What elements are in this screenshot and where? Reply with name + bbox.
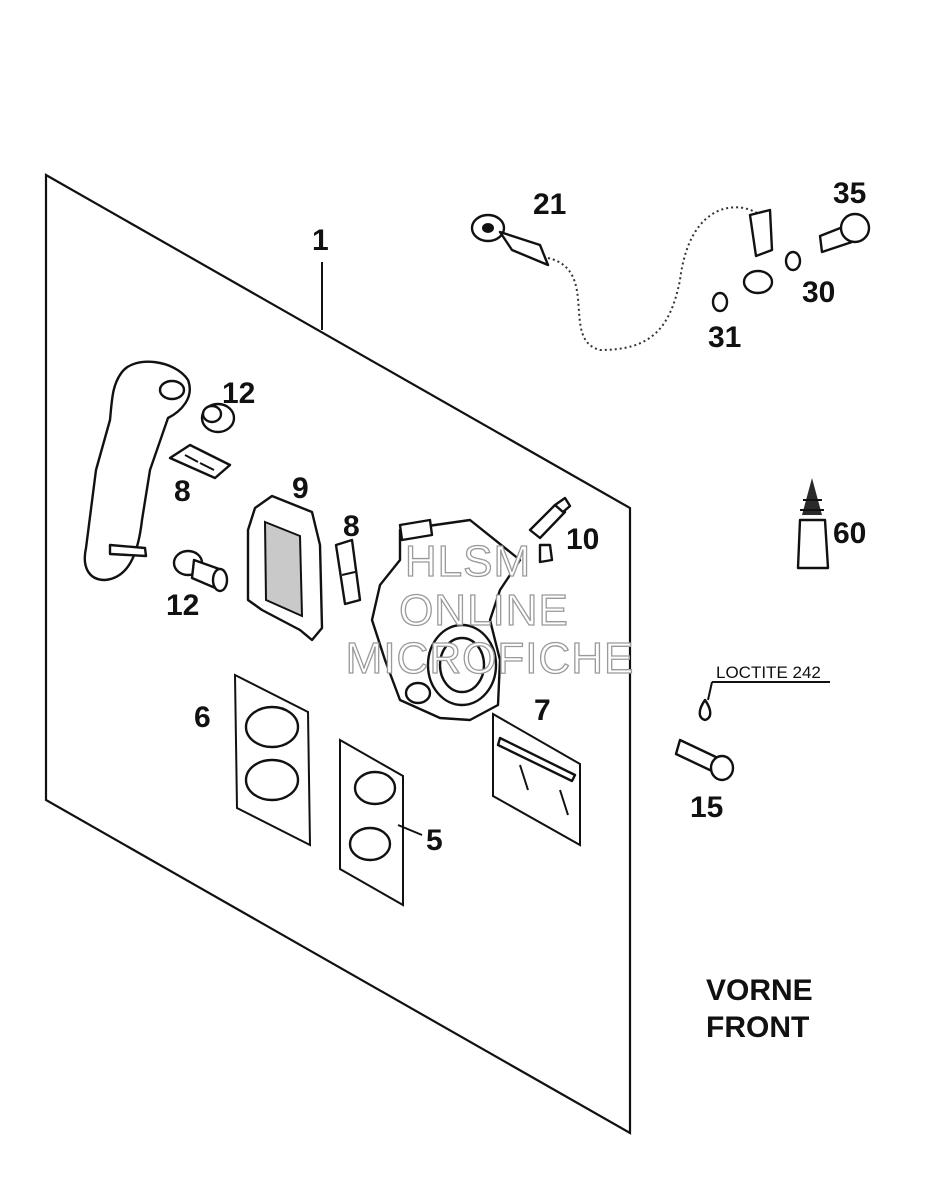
callout-60: 60 — [833, 517, 866, 550]
banjo-fitting — [742, 208, 774, 295]
pad-retainer-spring — [334, 538, 362, 606]
leader-line-5 — [397, 824, 423, 836]
callout-9: 9 — [292, 472, 309, 505]
watermark-line-2: ONLINE — [399, 586, 569, 635]
pad-spring-clip-upper — [168, 443, 232, 480]
banjo-bolt — [818, 212, 871, 254]
callout-8-upper: 8 — [174, 475, 191, 508]
callout-1: 1 — [312, 224, 329, 257]
callout-10: 10 — [566, 523, 599, 556]
caption-vorne: VORNE — [706, 974, 813, 1007]
guide-bushing-upper — [200, 402, 236, 434]
brake-pad — [246, 494, 324, 642]
callout-7: 7 — [534, 694, 551, 727]
callout-12-lower: 12 — [166, 589, 199, 622]
bleeder-valve — [528, 496, 572, 564]
caliper-screw — [674, 738, 735, 782]
brake-caliper-body — [370, 518, 522, 722]
piston-kit — [233, 673, 312, 847]
sealing-washer-31 — [711, 291, 729, 313]
guide-bolt-lower — [172, 549, 229, 593]
caption-front: FRONT — [706, 1011, 809, 1044]
callout-35: 35 — [833, 177, 866, 210]
pin-kit — [492, 712, 581, 847]
callout-6: 6 — [194, 701, 211, 734]
callout-15: 15 — [690, 791, 723, 824]
callout-31: 31 — [708, 321, 741, 354]
seal-kit — [339, 738, 404, 907]
caliper-support-bracket — [83, 360, 191, 582]
loctite-leader — [707, 681, 713, 701]
brake-hose — [470, 206, 761, 352]
callout-12-upper: 12 — [222, 377, 255, 410]
loctite-drop-icon — [698, 698, 712, 722]
callout-8-lower: 8 — [343, 510, 360, 543]
watermark-line-3: MICROFICHE — [346, 634, 635, 683]
callout-5: 5 — [426, 824, 443, 857]
watermark-line-1: HLSM — [405, 537, 531, 586]
callout-30: 30 — [802, 276, 835, 309]
loctite-note: LOCTITE 242 — [716, 663, 821, 682]
thread-locker-bottle — [796, 478, 830, 570]
caliper-kit-board — [44, 173, 632, 1135]
sealing-washer-30 — [784, 250, 802, 272]
callout-21: 21 — [533, 188, 566, 221]
